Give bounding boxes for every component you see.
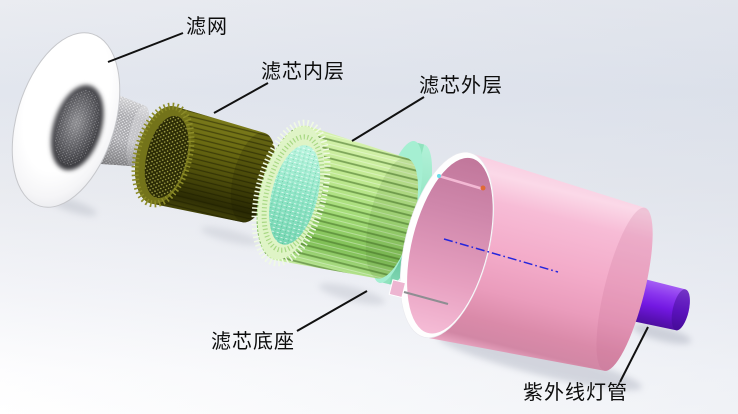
- callout-uv-lamp-tube: 紫外线灯管: [523, 380, 628, 404]
- support-rod-bottom: [403, 290, 449, 306]
- support-rod-top: [438, 174, 484, 191]
- leader-outer-layer: [351, 96, 425, 142]
- housing-interior: [407, 157, 493, 334]
- housing-cylinder: [399, 151, 653, 371]
- callout-filter-core-base: 滤芯底座: [211, 329, 295, 353]
- housing-details: [388, 174, 559, 306]
- callout-filter-core-inner-layer: 滤芯内层: [261, 59, 345, 83]
- leader-uv-lamp: [619, 326, 649, 383]
- filter-mesh-disc: [11, 32, 121, 208]
- filter-mesh-center-hole: [50, 84, 104, 171]
- bracket-tab: [388, 279, 407, 299]
- leader-lines: [107, 32, 649, 383]
- rod-end-orange: [480, 185, 486, 191]
- leader-inner-layer: [213, 82, 269, 114]
- leader-base: [296, 290, 368, 332]
- leader-filter-mesh: [107, 32, 184, 63]
- filter-core-outer-cylinder: [251, 119, 418, 279]
- shadow-inner: [200, 226, 260, 246]
- rod-end-cyan: [437, 174, 441, 178]
- callout-filter-core-outer-layer: 滤芯外层: [419, 73, 503, 97]
- shadow-outer: [318, 283, 386, 305]
- callout-filter-mesh: 滤网: [186, 14, 228, 38]
- centerline: [443, 238, 559, 273]
